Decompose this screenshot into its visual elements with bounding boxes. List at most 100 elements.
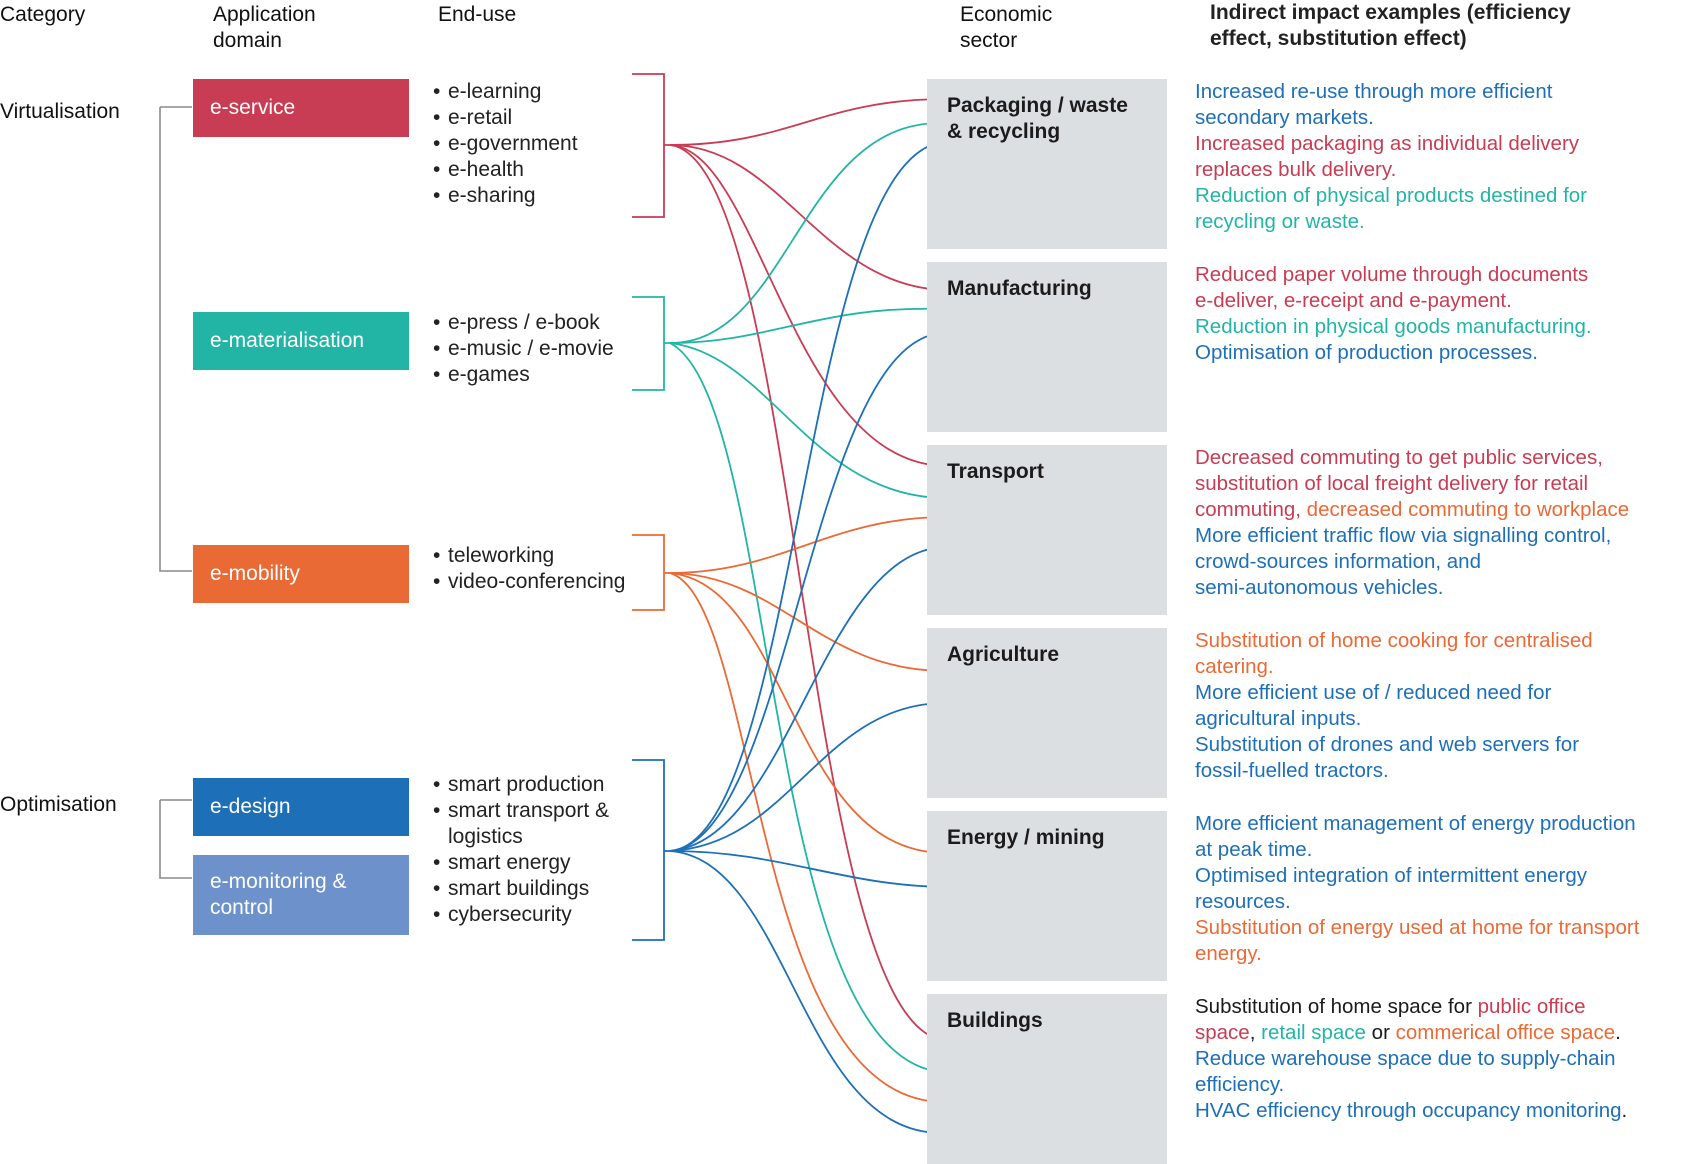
category-optimisation: Optimisation [0, 793, 117, 816]
enduse-item: e-learning [433, 79, 578, 105]
sector-energy-label: Energy / mining [947, 826, 1105, 849]
impact-line: Decreased commuting to get public servic… [1195, 446, 1603, 469]
header-end-use: End-use [438, 3, 517, 26]
impact-line: secondary markets. [1195, 106, 1374, 129]
domain-e-materialisation: e-materialisation [193, 312, 409, 370]
sector-manufacturing: Manufacturing [927, 262, 1167, 432]
impact-line: Optimisation of production processes. [1195, 341, 1538, 364]
sector-packaging-line2: & recycling [947, 120, 1061, 143]
enduse-item: e-sharing [433, 183, 578, 209]
impact-line: Substitution of home cooking for central… [1195, 629, 1593, 652]
sector-buildings-label: Buildings [947, 1009, 1043, 1032]
impact-line: Substitution of energy used at home for … [1195, 916, 1640, 939]
domain-e-monitoring-line1: e-monitoring & [210, 870, 347, 893]
impact-line: commuting, decreased commuting to workpl… [1195, 497, 1695, 523]
link-materialisation-manufacturing [669, 309, 943, 344]
impact-span-red: commuting [1195, 498, 1296, 521]
header-indirect-impact: Indirect impact examples (efficiency eff… [1210, 0, 1571, 52]
sector-packaging: Packaging / waste & recycling [927, 79, 1167, 249]
domain-e-design-label: e-design [210, 795, 291, 818]
header-domain-line2: domain [213, 29, 282, 52]
enduse-item: e-health [433, 157, 578, 183]
impact-line: Reduction of physical products destined … [1195, 184, 1588, 207]
impact-line: recycling or waste. [1195, 210, 1365, 233]
domain-e-materialisation-label: e-materialisation [210, 329, 365, 352]
domain-e-mobility: e-mobility [193, 545, 409, 603]
impact-line: Substitution of drones and web servers f… [1195, 733, 1580, 756]
link-mobility-agriculture [669, 572, 943, 671]
header-application-domain: Application domain [213, 2, 316, 54]
impact-manufacturing: Reduced paper volume through documents e… [1195, 262, 1695, 366]
domain-e-mobility-label: e-mobility [210, 562, 300, 585]
impact-agriculture: Substitution of home cooking for central… [1195, 628, 1695, 784]
link-service-buildings [669, 144, 943, 1040]
impact-line: Increased re-use through more efficient [1195, 80, 1553, 103]
sector-transport: Transport [927, 445, 1167, 615]
enduse-item-continuation: logistics [448, 825, 523, 848]
link-service-transport [669, 144, 943, 466]
enduse-item: smart transport & [433, 798, 609, 824]
impact-line: space, retail space or commerical office… [1195, 1020, 1695, 1046]
enduse-item: e-music / e-movie [433, 336, 614, 362]
brace-optimisation [632, 759, 670, 941]
link-materialisation-buildings [669, 342, 943, 1072]
impact-line: replaces bulk delivery. [1195, 158, 1397, 181]
impact-line: More efficient traffic flow via signalli… [1195, 524, 1612, 547]
enduse-item: smart energy [433, 850, 609, 876]
link-mobility-transport [669, 517, 943, 574]
link-mobility-energy [669, 572, 943, 853]
enduse-list-optimisation: smart production smart transport & logis… [433, 772, 609, 928]
header-sector-line1: Economic [960, 3, 1053, 26]
impact-line: Increased packaging as individual delive… [1195, 132, 1580, 155]
impact-line: fossil-fuelled tractors. [1195, 759, 1389, 782]
domain-e-service-label: e-service [210, 96, 296, 119]
impact-line: catering. [1195, 655, 1274, 678]
enduse-item: teleworking [433, 543, 625, 569]
enduse-list-mobility: teleworking video-conferencing [433, 543, 625, 595]
impact-line: Reduce warehouse space due to supply-cha… [1195, 1047, 1616, 1070]
brace-service [632, 73, 670, 218]
sector-buildings: Buildings [927, 994, 1167, 1164]
link-service-packaging [669, 99, 943, 146]
impact-line: crowd-sources information, and [1195, 550, 1481, 573]
category-virtualisation: Virtualisation [0, 100, 120, 123]
enduse-list-materialisation: e-press / e-book e-music / e-movie e-gam… [433, 310, 614, 388]
impact-line: Optimised integration of intermittent en… [1195, 864, 1587, 887]
enduse-item: cybersecurity [433, 902, 609, 928]
impact-line: semi-autonomous vehicles. [1195, 576, 1444, 599]
domain-e-service: e-service [193, 79, 409, 137]
impact-line: Substitution of home space for public of… [1195, 994, 1695, 1020]
impact-energy: More efficient management of energy prod… [1195, 811, 1695, 967]
impact-span-black: Substitution of home space for [1195, 995, 1478, 1018]
link-service-manufacturing [669, 144, 943, 290]
sector-transport-label: Transport [947, 460, 1044, 483]
impact-period: . [1621, 1099, 1628, 1122]
impact-line: e-deliver, e-receipt and e-payment. [1195, 289, 1512, 312]
impact-span-orange: decreased commuting to workplace [1306, 498, 1630, 521]
impact-line: Reduced paper volume through documents [1195, 263, 1589, 286]
impact-line: at peak time. [1195, 838, 1313, 861]
link-optimisation-manufacturing [669, 333, 943, 852]
sector-manufacturing-label: Manufacturing [947, 277, 1092, 300]
virtualisation-tree-line [159, 106, 192, 572]
impact-span-teal: retail space [1261, 1021, 1366, 1044]
header-impact-line2: effect, substitution effect) [1210, 27, 1467, 50]
sector-agriculture: Agriculture [927, 628, 1167, 798]
enduse-item: e-press / e-book [433, 310, 614, 336]
link-optimisation-buildings [669, 850, 943, 1133]
enduse-item: e-games [433, 362, 614, 388]
impact-separator: , [1295, 498, 1307, 521]
impact-line: Reduction in physical goods manufacturin… [1195, 315, 1592, 338]
impact-span-blue: HVAC efficiency through occupancy monito… [1195, 1099, 1622, 1122]
impact-separator: or [1365, 1021, 1396, 1044]
impact-line: More efficient use of / reduced need for [1195, 681, 1552, 704]
link-mobility-buildings [669, 572, 943, 1102]
link-materialisation-transport [669, 342, 943, 498]
header-economic-sector: Economic sector [960, 2, 1052, 54]
link-materialisation-packaging [669, 123, 943, 344]
impact-buildings: Substitution of home space for public of… [1195, 994, 1695, 1124]
enduse-item: smart production [433, 772, 609, 798]
impact-span-red: space [1195, 1021, 1250, 1044]
impact-span-orange: commerical office space [1395, 1021, 1616, 1044]
